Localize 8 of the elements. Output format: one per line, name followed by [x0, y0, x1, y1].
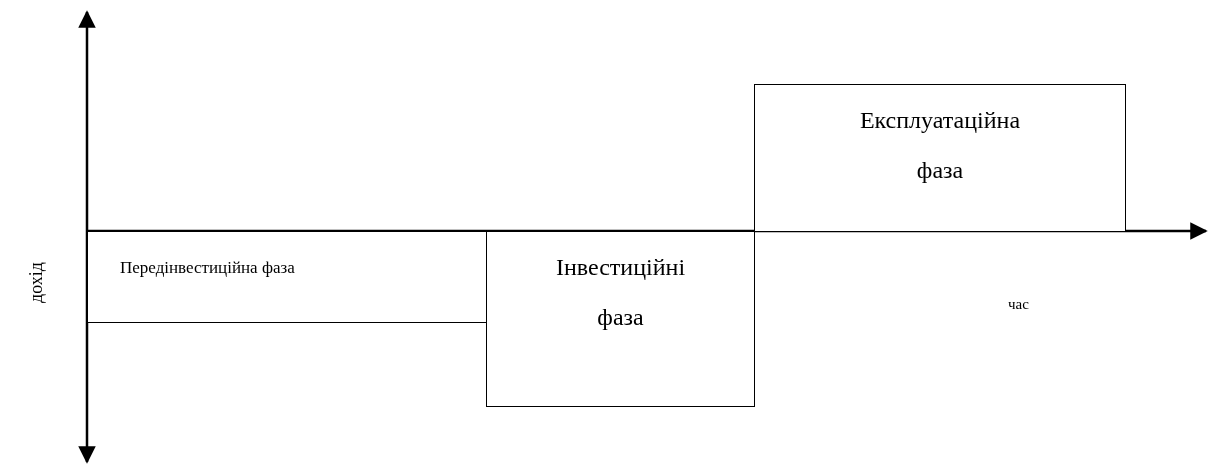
phase-label: Експлуатаційна фаза	[858, 106, 1022, 186]
phase-box	[87, 231, 487, 323]
phase-box	[486, 231, 755, 407]
axis-label: час	[1008, 296, 1029, 313]
axis-label: дохід	[26, 262, 47, 303]
phase-label: Передінвестиційна фаза	[120, 258, 295, 279]
phase-box	[754, 84, 1126, 232]
phase-label: Інвестиційні фаза	[554, 253, 687, 333]
